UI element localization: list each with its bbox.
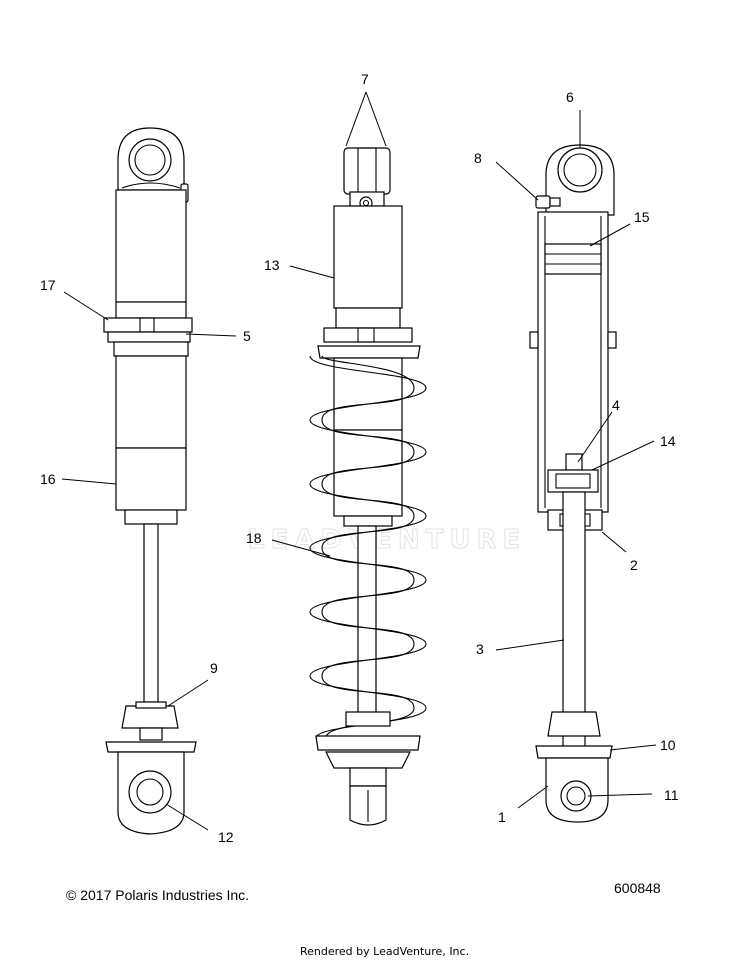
diagram-number: 600848 [614,880,661,896]
callout-2: 2 [630,557,638,573]
left-shock-assembly [103,127,197,835]
callout-18: 18 [246,530,262,546]
callout-8: 8 [474,150,482,166]
rendered-by-text: Rendered by LeadVenture, Inc. [300,945,469,958]
callout-4: 4 [612,397,620,413]
callout-17: 17 [40,277,56,293]
callout-5: 5 [243,328,251,344]
callout-1: 1 [498,809,506,825]
callout-12: 12 [218,829,234,845]
callout-16: 16 [40,471,56,487]
callout-3: 3 [476,641,484,657]
callout-13: 13 [264,257,280,273]
copyright-text: © 2017 Polaris Industries Inc. [66,887,249,903]
coil-spring-18 [309,355,427,739]
callout-6: 6 [566,89,574,105]
callout-9: 9 [210,660,218,676]
callout-11: 11 [664,787,679,803]
center-shock-assembly [309,147,427,826]
right-shock-cutaway [529,144,617,823]
callout-15: 15 [634,209,650,225]
callout-14: 14 [660,433,676,449]
callout-7: 7 [361,71,369,87]
leader-lines [61,91,657,831]
callout-10: 10 [660,737,676,753]
